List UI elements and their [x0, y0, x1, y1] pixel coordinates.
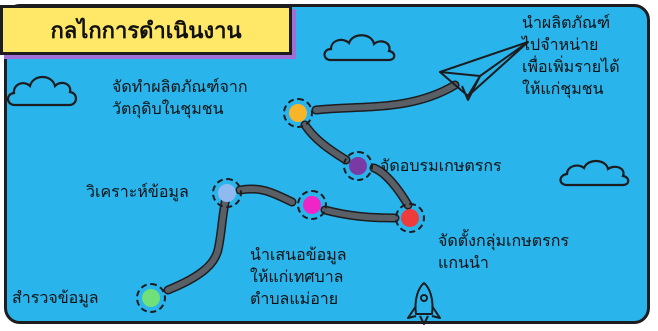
step-label-sell-line1: นำผลิตภัณฑ์: [522, 13, 611, 32]
step-label-survey: สำรวจข้อมูล: [12, 288, 99, 307]
step-label-product-line1: จัดทำผลิตภัณฑ์จาก: [112, 77, 248, 96]
step-node-analyze: [212, 178, 242, 208]
cloud-icon: [323, 34, 396, 62]
step-label-present-line3: ตำบลแม่อาย: [250, 289, 339, 308]
step-label-sell-line3: เพื่อเพิ่มรายได้: [522, 57, 620, 76]
cloud-icon: [559, 159, 630, 187]
diagram-background: [4, 4, 650, 324]
step-node-group: [395, 203, 425, 233]
step-dot-present: [303, 196, 321, 214]
step-label-analyze: วิเคราะห์ข้อมูล: [86, 182, 189, 201]
step-label-sell-line2: ไปจำหน่าย: [522, 35, 599, 54]
step-dot-training: [349, 157, 367, 175]
step-label-group-line1: จัดตั้งกลุ่มเกษตรกร: [438, 231, 569, 250]
cloud-icon: [6, 75, 78, 107]
step-dot-survey: [142, 289, 160, 307]
step-label-present-line2: ให้แก่เทศบาล: [250, 267, 344, 286]
step-node-present: [297, 190, 327, 220]
step-label-training: จัดอบรมเกษตรกร: [380, 156, 502, 175]
step-node-product: [283, 98, 313, 128]
step-node-survey: [136, 283, 166, 313]
step-node-training: [343, 151, 373, 181]
step-dot-group: [401, 209, 419, 227]
step-label-product: จัดทำผลิตภัณฑ์จาก วัตถุดิบในชุมชน: [112, 76, 248, 120]
step-label-present-line1: นำเสนอข้อมูล: [250, 245, 347, 264]
step-dot-product: [289, 104, 307, 122]
paper-plane-icon: [439, 41, 529, 101]
step-label-sell: นำผลิตภัณฑ์ ไปจำหน่าย เพื่อเพิ่มรายได้ ใ…: [522, 12, 620, 100]
step-label-present: นำเสนอข้อมูล ให้แก่เทศบาล ตำบลแม่อาย: [250, 244, 347, 310]
step-label-sell-line4: ให้แก่ชุมชน: [522, 79, 604, 98]
diagram-title: กลไกการดำเนินงาน: [50, 18, 242, 44]
step-dot-analyze: [218, 184, 236, 202]
step-label-product-line2: วัตถุดิบในชุมชน: [112, 99, 224, 118]
step-label-group: จัดตั้งกลุ่มเกษตรกร แกนนำ: [438, 230, 569, 274]
rocket-icon: [407, 282, 441, 325]
step-label-group-line2: แกนนำ: [438, 253, 489, 272]
title-banner: กลไกการดำเนินงาน: [0, 5, 292, 55]
